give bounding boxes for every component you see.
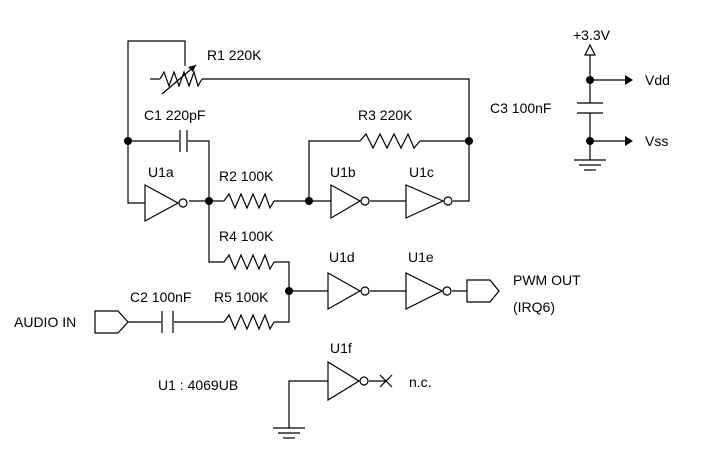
r1-label: R1 220K <box>207 47 262 63</box>
audio-in-port <box>94 310 129 334</box>
u1b-label: U1b <box>330 164 356 180</box>
vss-arrow <box>625 136 633 146</box>
inverter-u1d <box>327 271 370 311</box>
resistor-r5 <box>223 313 275 331</box>
vdd-arrow <box>625 75 633 85</box>
junctions <box>124 76 594 295</box>
capacitor-c1 <box>179 130 188 152</box>
resistor-r1 <box>159 64 203 95</box>
pwm-out-label: PWM OUT <box>513 272 581 288</box>
ground-icon <box>273 427 305 439</box>
r5-label: R5 100K <box>214 289 269 305</box>
r2-label: R2 100K <box>219 168 274 184</box>
inverter-u1f <box>327 360 369 402</box>
c2-label: C2 100nF <box>130 289 191 305</box>
vcc-arrow <box>584 43 596 56</box>
resistor-r2 <box>223 192 275 210</box>
nc-label: n.c. <box>409 374 432 390</box>
u1c-label: U1c <box>409 164 434 180</box>
audio-in-label: AUDIO IN <box>14 314 76 330</box>
x-mark-icon <box>379 374 393 388</box>
inverter-u1b <box>330 183 370 220</box>
r3-label: R3 220K <box>358 107 413 123</box>
c3-label: C3 100nF <box>490 100 551 116</box>
capacitor-c2 <box>161 311 174 333</box>
resistor-r3 <box>359 132 421 150</box>
c1-label: C1 220pF <box>144 107 205 123</box>
vss-label: Vss <box>645 133 668 149</box>
inverter-u1a <box>144 183 188 223</box>
u1d-label: U1d <box>329 249 355 265</box>
u1a-label: U1a <box>148 164 174 180</box>
u1-part-label: U1 : 4069UB <box>158 377 238 393</box>
pwm-out-port <box>466 279 500 303</box>
ground-icon <box>574 159 606 171</box>
inverter-u1e <box>405 272 452 310</box>
vcc-label: +3.3V <box>573 27 611 43</box>
u1e-label: U1e <box>408 249 434 265</box>
irq6-label: (IRQ6) <box>513 299 555 315</box>
r4-label: R4 100K <box>219 228 274 244</box>
u1f-label: U1f <box>330 340 352 356</box>
capacitor-c3 <box>577 102 603 114</box>
inverter-u1c <box>405 184 453 219</box>
vdd-label: Vdd <box>645 72 670 88</box>
resistor-r4 <box>223 253 275 271</box>
